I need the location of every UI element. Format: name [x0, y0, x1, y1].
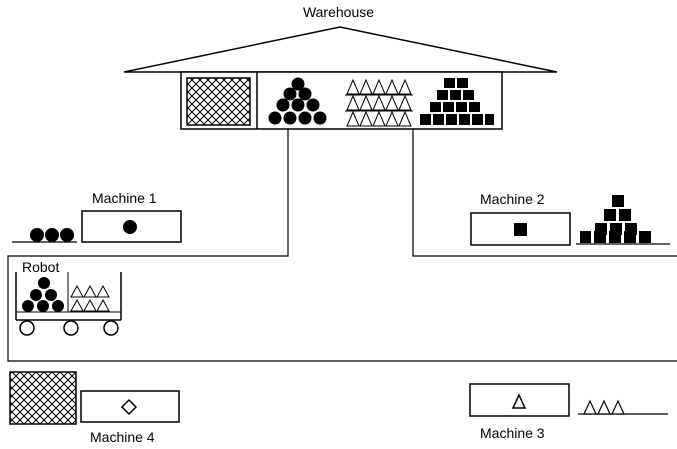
machine-1-label: Machine 1	[92, 190, 157, 206]
machine-1	[12, 210, 182, 243]
machine-4-label: Machine 4	[90, 429, 155, 445]
crosshatch-stock-icon	[186, 77, 251, 126]
circle-parts-cargo-icon	[22, 277, 64, 312]
circle-parts-stock-icon	[268, 77, 327, 125]
triangle-parts-output-icon	[583, 399, 625, 415]
machine-1-box	[81, 210, 182, 243]
machine-3-label: Machine 3	[480, 425, 545, 441]
crosshatch-input-stock-icon	[9, 371, 77, 425]
triangle-part-icon	[511, 393, 527, 409]
triangle-parts-stock-icon	[345, 78, 413, 127]
machine-2	[470, 195, 670, 246]
triangle-parts-cargo-icon	[70, 284, 110, 312]
robot-label: Robot	[22, 259, 60, 275]
machine-3	[469, 383, 668, 417]
square-parts-output-icon	[580, 195, 651, 243]
machine-2-label: Machine 2	[480, 191, 545, 207]
circle-parts-output-icon	[30, 228, 74, 242]
robot-cart	[15, 272, 122, 336]
warehouse	[123, 26, 558, 130]
square-parts-stock-icon	[420, 78, 494, 125]
robot-track	[7, 129, 677, 362]
robot-wheel-icon	[19, 320, 119, 336]
warehouse-roof	[123, 26, 558, 73]
warehouse-label: Warehouse	[302, 4, 375, 20]
square-part-icon	[514, 223, 527, 236]
diamond-part-icon	[120, 398, 138, 416]
circle-part-icon	[123, 220, 137, 234]
machine-4	[9, 371, 180, 425]
